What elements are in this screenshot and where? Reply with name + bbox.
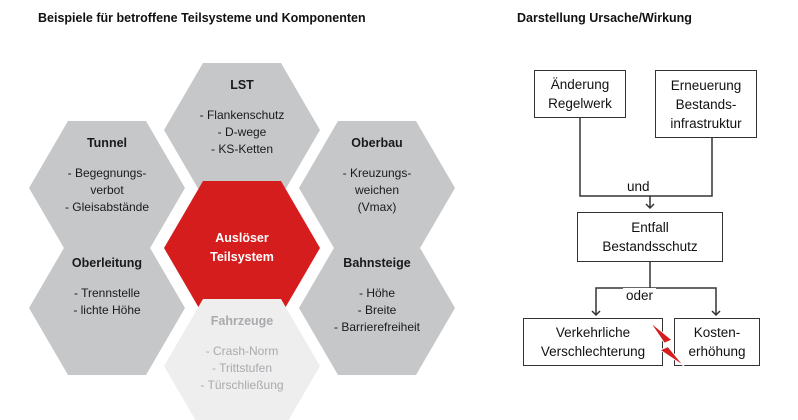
hexagon-line: - Begegnungs- bbox=[67, 166, 147, 180]
hexagon-line: - Crash-Norm bbox=[205, 344, 279, 358]
hexagon-line: - Flankenschutz bbox=[199, 108, 285, 122]
hexagon-title: Oberleitung bbox=[71, 256, 143, 270]
hexagon-line: (Vmax) bbox=[357, 200, 397, 214]
hexagon-line: - KS-Ketten bbox=[210, 142, 274, 156]
connector-kosten bbox=[650, 287, 721, 317]
hexagon-line: verbot bbox=[90, 183, 124, 197]
box-line: Entfall bbox=[631, 220, 669, 235]
box-line: Regelwerk bbox=[548, 96, 612, 111]
hexagon-line: - Kreuzungs- bbox=[342, 166, 412, 180]
connector-erneuerung bbox=[650, 137, 713, 197]
hexagon-bahnsteige: Bahnsteige - Höhe - Breite - Barrierefre… bbox=[299, 241, 455, 375]
left-heading: Beispiele für betroffene Teilsysteme und… bbox=[38, 11, 366, 25]
hexagon-title: LST bbox=[230, 78, 254, 92]
hexagon-title: Tunnel bbox=[86, 136, 128, 150]
box-line: Erneuerung bbox=[670, 77, 742, 93]
hexagon-title: Teilsystem bbox=[210, 250, 274, 264]
box-line: infrastruktur bbox=[670, 115, 742, 131]
label-oder: oder bbox=[623, 288, 657, 303]
box-kostenerhoehung: Kosten- erhöhung bbox=[674, 318, 760, 366]
lightning-bolt-shape bbox=[649, 321, 685, 367]
connector-aenderung bbox=[579, 117, 655, 210]
box-line: Bestands- bbox=[675, 96, 737, 112]
hexagon-title: Bahnsteige bbox=[343, 256, 411, 270]
hexagon-title: Auslöser bbox=[215, 231, 269, 245]
hexagon-line: - Breite bbox=[357, 303, 397, 317]
box-entfall-bestandsschutz: Entfall Bestandsschutz bbox=[577, 212, 723, 262]
box-erneuerung: Erneuerung Bestands- infrastruktur bbox=[655, 70, 757, 138]
box-verkehrliche-verschlechterung: Verkehrliche Verschlechterung bbox=[523, 318, 663, 366]
hexagon-title: Fahrzeuge bbox=[210, 314, 274, 328]
hexagon-line: - Türschließung bbox=[200, 378, 284, 392]
hexagon-line: - lichte Höhe bbox=[73, 303, 141, 317]
box-line: Kosten- bbox=[693, 325, 741, 340]
box-aenderung-regelwerk: Änderung Regelwerk bbox=[534, 70, 626, 118]
hexagon-line: - D-wege bbox=[217, 125, 267, 139]
right-heading: Darstellung Ursache/Wirkung bbox=[517, 11, 692, 25]
hexagon-line: - Trittstufen bbox=[211, 361, 273, 375]
hexagon-oberleitung: Oberleitung - Trennstelle - lichte Höhe bbox=[29, 241, 185, 375]
box-line: Änderung bbox=[550, 77, 610, 92]
box-line: Verschlechterung bbox=[540, 344, 646, 359]
hexagon-line: - Gleisabstände bbox=[64, 200, 150, 214]
box-line: erhöhung bbox=[688, 344, 746, 359]
label-und: und bbox=[624, 179, 653, 194]
hexagon-line: weichen bbox=[354, 183, 400, 197]
hexagon-line: - Trennstelle bbox=[73, 286, 141, 300]
hexagon-line: - Barrierefreiheit bbox=[333, 320, 421, 334]
hexagon-title: Oberbau bbox=[351, 136, 403, 150]
hexagon-line: - Höhe bbox=[358, 286, 396, 300]
box-line: Verkehrliche bbox=[555, 325, 631, 340]
box-line: Bestandsschutz bbox=[602, 239, 698, 254]
